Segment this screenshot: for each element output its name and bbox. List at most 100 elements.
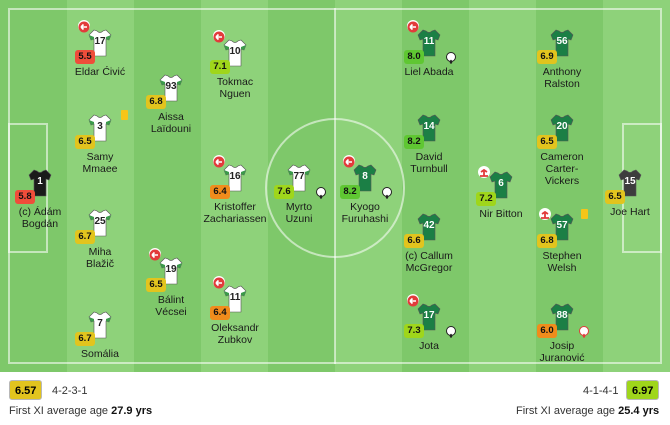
home-average-age: First XI average age 27.9 yrs (9, 405, 152, 417)
player-name-line: Myrto (285, 201, 313, 213)
substitution-off-icon (78, 20, 90, 33)
player-rating: 6.5 (146, 278, 166, 292)
shirt-number: 93 (165, 81, 177, 92)
shirt-icon (87, 28, 113, 58)
shirt-icon (87, 208, 113, 238)
player-name: Liel Abada (384, 66, 474, 78)
home-average-rating: 6.57 (9, 380, 43, 400)
player-rating: 6.8 (537, 234, 557, 248)
substitution-off-icon (149, 248, 161, 261)
player-rating: 7.3 (404, 324, 424, 338)
player-name-line: Vickers (544, 175, 580, 187)
player-name-line: Kyogo (350, 201, 380, 213)
shirt-number: 15 (624, 176, 636, 187)
player-name-line: Joe Hart (610, 206, 650, 218)
player-name-line: Welsh (547, 262, 577, 274)
away-average-age: First XI average age 25.4 yrs (516, 405, 659, 417)
player-name: Jota (384, 340, 474, 352)
shirt-number: 16 (229, 171, 241, 182)
away-age-label: First XI average age (516, 405, 616, 417)
shirt-icon (87, 113, 113, 143)
player-name-line: Anthony (542, 66, 582, 78)
player-name: Joe Hart (585, 206, 670, 218)
player-rating: 6.4 (210, 185, 230, 199)
away-average-rating: 6.97 (626, 380, 660, 400)
lineup-footer (0, 372, 670, 425)
substitution-off-icon (213, 30, 225, 43)
shirt-number: 42 (423, 220, 435, 231)
home-age-value: 27.9 yrs (111, 405, 153, 417)
player-rating: 6.5 (75, 135, 95, 149)
player-rating: 6.5 (537, 135, 557, 149)
player-name-line: Juranović (539, 352, 585, 364)
shirt-icon (158, 73, 184, 103)
player-rating: 6.5 (605, 190, 625, 204)
shirt-icon (549, 212, 575, 242)
player-name-line: Blažič (85, 258, 114, 270)
substitution-in-icon (539, 208, 551, 220)
shirt-icon (488, 170, 514, 200)
player-name-line: Nir Bitton (479, 208, 523, 220)
player-name: Somália (55, 348, 145, 360)
shirt-number: 11 (423, 36, 435, 47)
player-name-line: Liel Abada (404, 66, 454, 78)
player-name-line: Turnbull (410, 163, 448, 175)
player-name-line: Eldar Ćivić (74, 66, 126, 78)
shirt-icon (416, 113, 442, 143)
player-name-line: Vécsei (155, 306, 187, 318)
away-penalty-box (622, 123, 662, 253)
shirt-icon (87, 310, 113, 340)
shirt-icon (286, 163, 312, 193)
home-penalty-box (8, 123, 48, 253)
player-name-line: Mmaee (82, 163, 118, 175)
player-rating: 6.0 (537, 324, 557, 338)
shirt-icon (158, 256, 184, 286)
substitution-off-icon (213, 276, 225, 289)
shirt-number: 1 (37, 176, 43, 187)
player-name-line: Bogdán (21, 218, 59, 230)
shirt-icon (27, 168, 53, 198)
shirt-number: 3 (97, 121, 103, 132)
shirt-number: 7 (97, 318, 103, 329)
shirt-icon (416, 28, 442, 58)
shirt-number: 10 (229, 46, 241, 57)
substitution-off-icon (343, 155, 355, 168)
player-rating: 8.2 (340, 185, 360, 199)
shirt-number: 14 (423, 121, 435, 132)
player-rating: 5.5 (75, 50, 95, 64)
goal-ball-icon (446, 326, 456, 338)
goal-ball-icon (316, 187, 326, 199)
player-name-line: Stephen (542, 250, 582, 262)
shirt-icon (549, 113, 575, 143)
player-rating: 5.8 (15, 190, 35, 204)
player-rating: 7.2 (476, 192, 496, 206)
